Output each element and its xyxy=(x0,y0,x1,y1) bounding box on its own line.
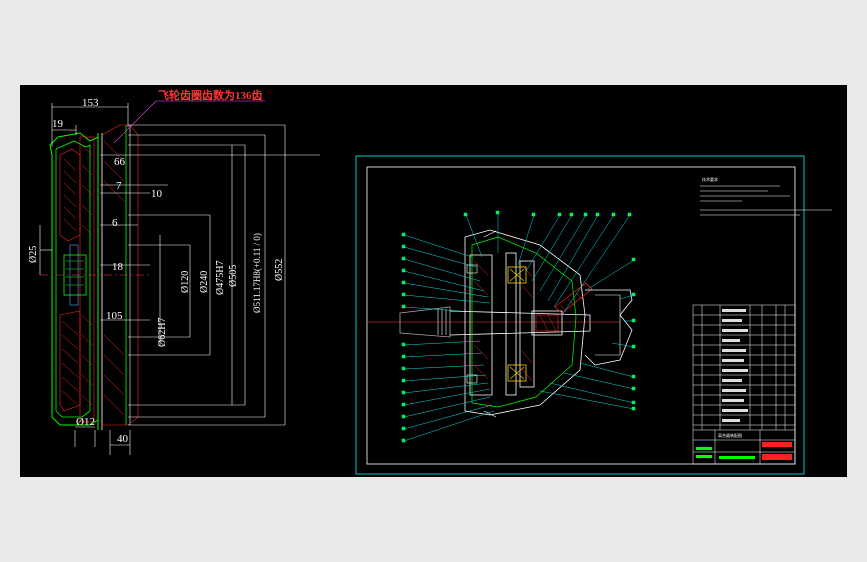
ring-gear-note: 飞轮齿圈齿数为136齿 xyxy=(113,88,265,144)
assembly-sheet: 技术要求 xyxy=(355,155,832,475)
part-leaders-left xyxy=(401,232,495,443)
ring-gear-note-text: 飞轮齿圈齿数为136齿 xyxy=(158,88,263,102)
dimension-lines xyxy=(39,103,320,455)
dim-18: 18 xyxy=(112,261,124,273)
dim-7: 7 xyxy=(116,180,122,192)
dim-d120: Ø120 xyxy=(180,271,191,293)
dim-d511: Ø511.17H8(+0.11 / 0) xyxy=(252,233,262,313)
cad-viewport[interactable]: 153 19 66 7 10 6 18 105 Ø12 40 Ø25 Ø120 … xyxy=(20,85,847,477)
parts-list-table xyxy=(692,304,796,465)
notes-heading: 技术要求 xyxy=(702,176,718,182)
dim-6: 6 xyxy=(112,217,118,229)
drawing-canvas: 153 19 66 7 10 6 18 105 Ø12 40 Ø25 Ø120 … xyxy=(28,88,832,475)
dim-d552: Ø552 xyxy=(274,259,285,281)
dim-105: 105 xyxy=(106,310,123,322)
flywheel-section-view xyxy=(40,124,150,430)
dim-10: 10 xyxy=(151,188,163,200)
dim-d62: Ø62H7 xyxy=(157,318,168,347)
dim-40: 40 xyxy=(117,433,129,445)
title-block-label: 离合器装配图 xyxy=(718,432,742,438)
technical-notes: 技术要求 xyxy=(700,176,832,216)
sheet-outer-frame xyxy=(355,155,805,475)
dim-66: 66 xyxy=(114,156,126,168)
parts-list-fills xyxy=(696,309,792,460)
clutch-assembly-section xyxy=(366,229,633,418)
dim-d475: Ø475H7 xyxy=(215,261,226,295)
dim-d240: Ø240 xyxy=(199,271,210,293)
dim-d505: Ø505 xyxy=(228,265,239,287)
dim-153: 153 xyxy=(82,97,99,109)
part-leaders-top xyxy=(463,210,636,316)
dim-d25: Ø25 xyxy=(28,246,39,263)
dim-19: 19 xyxy=(52,118,64,130)
dim-d12: Ø12 xyxy=(76,416,95,428)
dimension-text: 153 19 66 7 10 6 18 105 Ø12 40 Ø25 Ø120 … xyxy=(28,97,285,445)
part-leaders-right xyxy=(539,292,636,411)
